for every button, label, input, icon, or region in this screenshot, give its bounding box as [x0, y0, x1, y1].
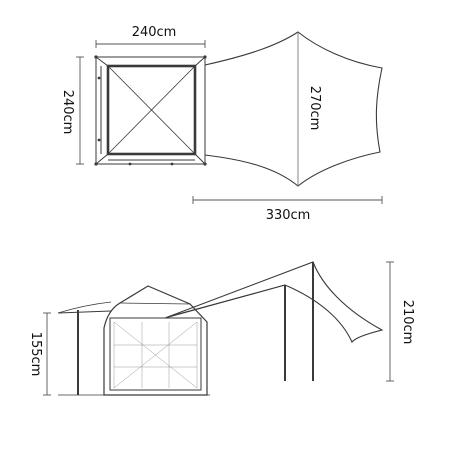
- tent-footprint-outer: [95, 56, 206, 165]
- corner-link-bl: [95, 153, 109, 165]
- tent-roof-seam: [119, 302, 191, 305]
- label-left-height: 155cm: [28, 332, 43, 377]
- label-tarp-length: 270cm: [307, 86, 322, 131]
- guy-line-pegs: [94, 55, 207, 166]
- corner-link-tl: [95, 56, 109, 67]
- top-view-dimensions: [76, 40, 383, 204]
- corner-link-tr: [194, 56, 206, 67]
- front-awning-edge: [57, 310, 112, 314]
- tarp-lower-edge: [177, 284, 286, 315]
- label-right-height: 210cm: [400, 300, 415, 345]
- label-top-width: 240cm: [132, 25, 177, 40]
- front-awning-curve: [57, 301, 112, 314]
- side-view-dimensions: [43, 261, 394, 396]
- roof-diagonal-2: [107, 65, 196, 155]
- top-view: [94, 31, 383, 187]
- tent-roof-frame: [106, 64, 197, 156]
- label-total-length: 330cm: [266, 208, 311, 223]
- tent-body: [103, 285, 208, 396]
- corner-link-br: [194, 153, 206, 165]
- side-view: [57, 261, 384, 396]
- label-top-depth: 240cm: [60, 90, 75, 135]
- tarp-outline-side: [164, 261, 384, 344]
- tarp-outline-top: [204, 31, 383, 187]
- tent-mesh-window: [113, 321, 198, 389]
- tent-door-frame: [109, 317, 202, 391]
